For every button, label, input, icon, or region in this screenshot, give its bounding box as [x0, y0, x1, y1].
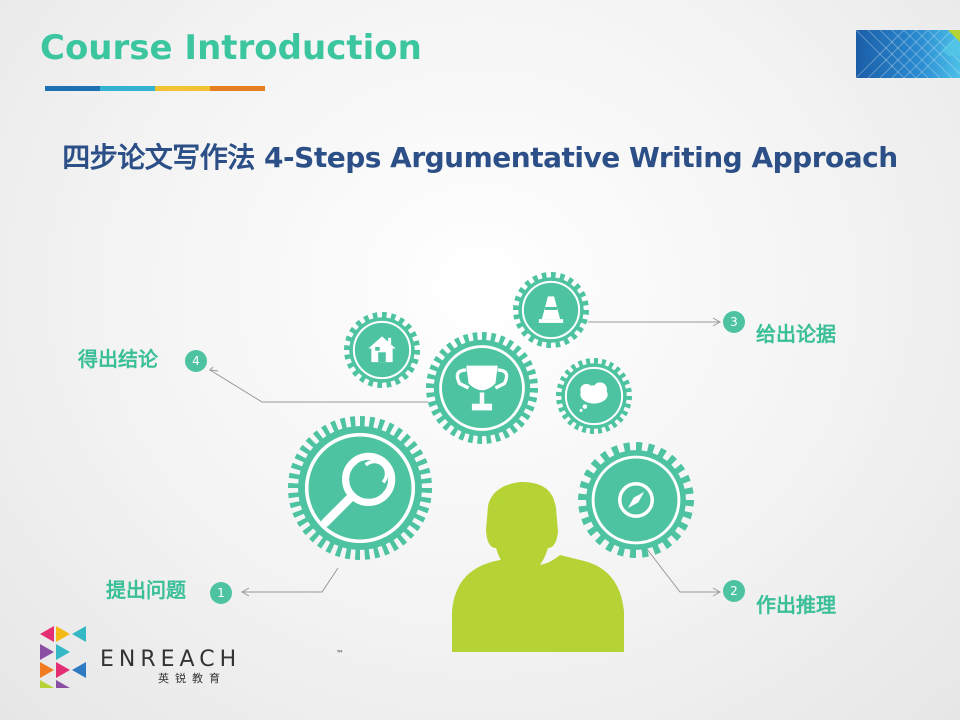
- trophy-icon: [455, 365, 509, 411]
- enreach-logo-icon: [40, 626, 86, 688]
- brand-chinese-name: 英锐教育: [158, 672, 226, 685]
- cone-gear: [513, 272, 589, 348]
- trophy-gear: [426, 332, 538, 444]
- thought-cloud-gear: [556, 358, 632, 434]
- connector-step-4: [208, 366, 428, 403]
- magnifier-gear: [288, 416, 432, 560]
- step-number-4: 4: [185, 350, 207, 372]
- step-label-4: 得出结论: [78, 347, 158, 371]
- person-icon: [452, 482, 624, 652]
- step-number-2: 2: [723, 580, 745, 602]
- subtitle: 四步论文写作法 4-Steps Argumentative Writing Ap…: [62, 141, 898, 174]
- underline-segment-cyan: [100, 86, 155, 91]
- connector-step-2: [639, 539, 722, 597]
- title-underline: [45, 86, 265, 91]
- thought-cloud-icon: [579, 382, 608, 412]
- house-icon: [368, 336, 396, 363]
- step-number-3: 3: [723, 311, 745, 333]
- gears-group: [288, 272, 694, 560]
- brand-trademark: ™: [336, 649, 344, 658]
- underline-segment-blue: [45, 86, 100, 91]
- underline-segment-orange: [210, 86, 265, 91]
- compass-icon: [618, 482, 654, 518]
- step-number-1: 1: [210, 582, 232, 604]
- connector-step-3: [588, 317, 722, 327]
- page-title: Course Introduction: [40, 28, 422, 68]
- brand-block: ENREACH ™ 英锐教育: [100, 647, 344, 686]
- house-gear: [344, 312, 420, 388]
- magnifier-icon: [321, 452, 396, 527]
- compass-gear: [578, 442, 694, 558]
- traffic-cone-icon: [538, 296, 564, 323]
- connector-step-1: [240, 567, 339, 597]
- corner-pattern-logo: [856, 30, 960, 78]
- connector-lines: [208, 317, 722, 597]
- step-label-3: 给出论据: [756, 322, 836, 346]
- step-label-2: 作出推理: [756, 593, 836, 617]
- brand-name: ENREACH: [100, 647, 242, 672]
- step-label-1: 提出问题: [106, 578, 186, 602]
- underline-segment-yellow: [155, 86, 210, 91]
